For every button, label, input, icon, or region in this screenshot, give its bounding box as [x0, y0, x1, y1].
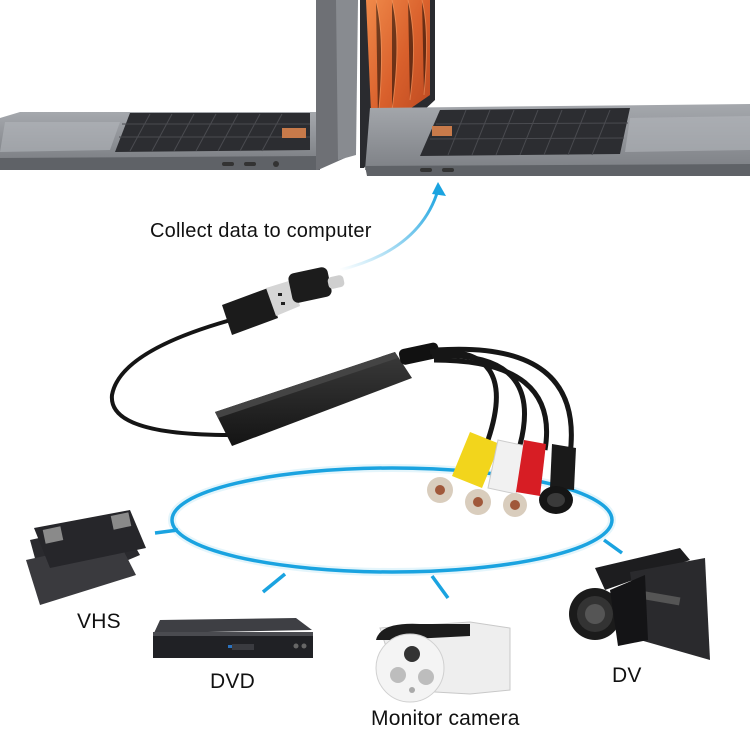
data-flow-arrow — [339, 182, 446, 272]
source-label-dv: DV — [612, 664, 642, 687]
usb-a-plug — [222, 280, 300, 335]
vhs-tape-icon — [26, 510, 146, 605]
laptop-icon — [0, 0, 358, 170]
rca-white-plug — [465, 439, 527, 515]
camcorder-icon — [569, 548, 710, 660]
laptop-icon — [360, 0, 750, 176]
security-camera-icon — [375, 621, 511, 703]
s-video-plug — [539, 444, 576, 514]
rca-red-plug — [503, 440, 546, 517]
source-label-monitor-camera: Monitor camera — [371, 707, 520, 730]
rca-yellow-plug — [427, 432, 500, 503]
source-ring — [154, 464, 624, 600]
source-label-dvd: DVD — [210, 670, 255, 693]
capture-cable-icon — [109, 267, 576, 517]
source-label-vhs: VHS — [77, 610, 121, 633]
usb-c-adapter — [288, 267, 345, 303]
collect-data-caption: Collect data to computer — [150, 220, 372, 242]
dvd-player-icon — [153, 618, 313, 658]
